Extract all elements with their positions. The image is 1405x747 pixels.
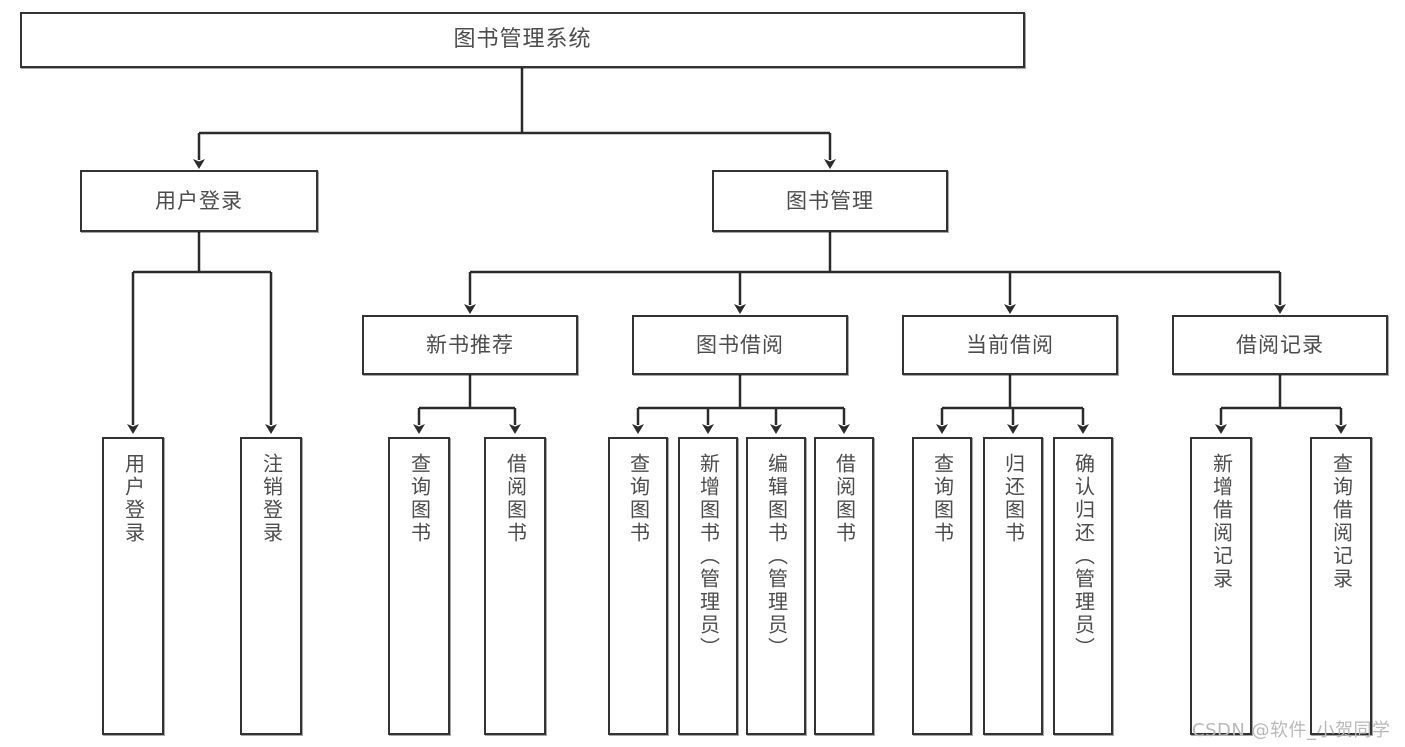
node-leaf-logout[interactable]: 注销登录 <box>240 437 302 735</box>
csdn-watermark: CSDN @软件_小贺同学 <box>1192 720 1391 741</box>
node-leaf-edit-book[interactable]: 编辑图书（管理员） <box>746 437 806 735</box>
node-leaf-borrow-book-2-label: 借阅图书 <box>832 453 857 545</box>
node-leaf-user-login-label: 用户登录 <box>121 453 146 545</box>
node-current-borrow-label: 当前借阅 <box>966 332 1054 357</box>
node-leaf-borrow-book-1[interactable]: 借阅图书 <box>484 437 546 735</box>
node-book-manage[interactable]: 图书管理 <box>712 170 948 232</box>
node-root[interactable]: 图书管理系统 <box>20 12 1025 68</box>
node-leaf-add-record[interactable]: 新增借阅记录 <box>1190 437 1252 735</box>
node-leaf-query-book-3-label: 查询图书 <box>930 453 955 545</box>
node-borrow-record-label: 借阅记录 <box>1236 332 1324 357</box>
node-user-login[interactable]: 用户登录 <box>80 170 318 232</box>
node-book-manage-label: 图书管理 <box>786 188 874 213</box>
node-leaf-confirm-return-label: 确认归还（管理员） <box>1071 453 1096 660</box>
node-leaf-user-login[interactable]: 用户登录 <box>102 437 164 735</box>
node-leaf-confirm-return[interactable]: 确认归还（管理员） <box>1053 437 1113 735</box>
node-new-book-recommend-label: 新书推荐 <box>426 332 514 357</box>
node-leaf-query-book-1-label: 查询图书 <box>407 453 432 545</box>
node-leaf-edit-book-label: 编辑图书（管理员） <box>764 453 789 660</box>
node-leaf-borrow-book-1-label: 借阅图书 <box>503 453 528 545</box>
node-leaf-query-record[interactable]: 查询借阅记录 <box>1310 437 1372 735</box>
node-user-login-label: 用户登录 <box>155 188 243 213</box>
node-leaf-return-book-label: 归还图书 <box>1001 453 1026 545</box>
node-leaf-add-record-label: 新增借阅记录 <box>1209 453 1234 591</box>
node-borrow-record[interactable]: 借阅记录 <box>1172 315 1388 375</box>
node-current-borrow[interactable]: 当前借阅 <box>902 315 1118 375</box>
node-leaf-add-book-label: 新增图书（管理员） <box>696 453 721 660</box>
node-leaf-query-book-1[interactable]: 查询图书 <box>388 437 450 735</box>
node-leaf-return-book[interactable]: 归还图书 <box>983 437 1043 735</box>
node-leaf-query-book-2-label: 查询图书 <box>626 453 651 545</box>
node-book-borrow[interactable]: 图书借阅 <box>632 315 848 375</box>
node-leaf-add-book[interactable]: 新增图书（管理员） <box>678 437 738 735</box>
node-book-borrow-label: 图书借阅 <box>696 332 784 357</box>
node-new-book-recommend[interactable]: 新书推荐 <box>362 315 578 375</box>
node-root-label: 图书管理系统 <box>453 27 592 53</box>
node-leaf-borrow-book-2[interactable]: 借阅图书 <box>814 437 874 735</box>
node-leaf-query-book-3[interactable]: 查询图书 <box>912 437 972 735</box>
node-leaf-query-record-label: 查询借阅记录 <box>1329 453 1354 591</box>
node-leaf-logout-label: 注销登录 <box>259 453 284 545</box>
node-leaf-query-book-2[interactable]: 查询图书 <box>608 437 668 735</box>
